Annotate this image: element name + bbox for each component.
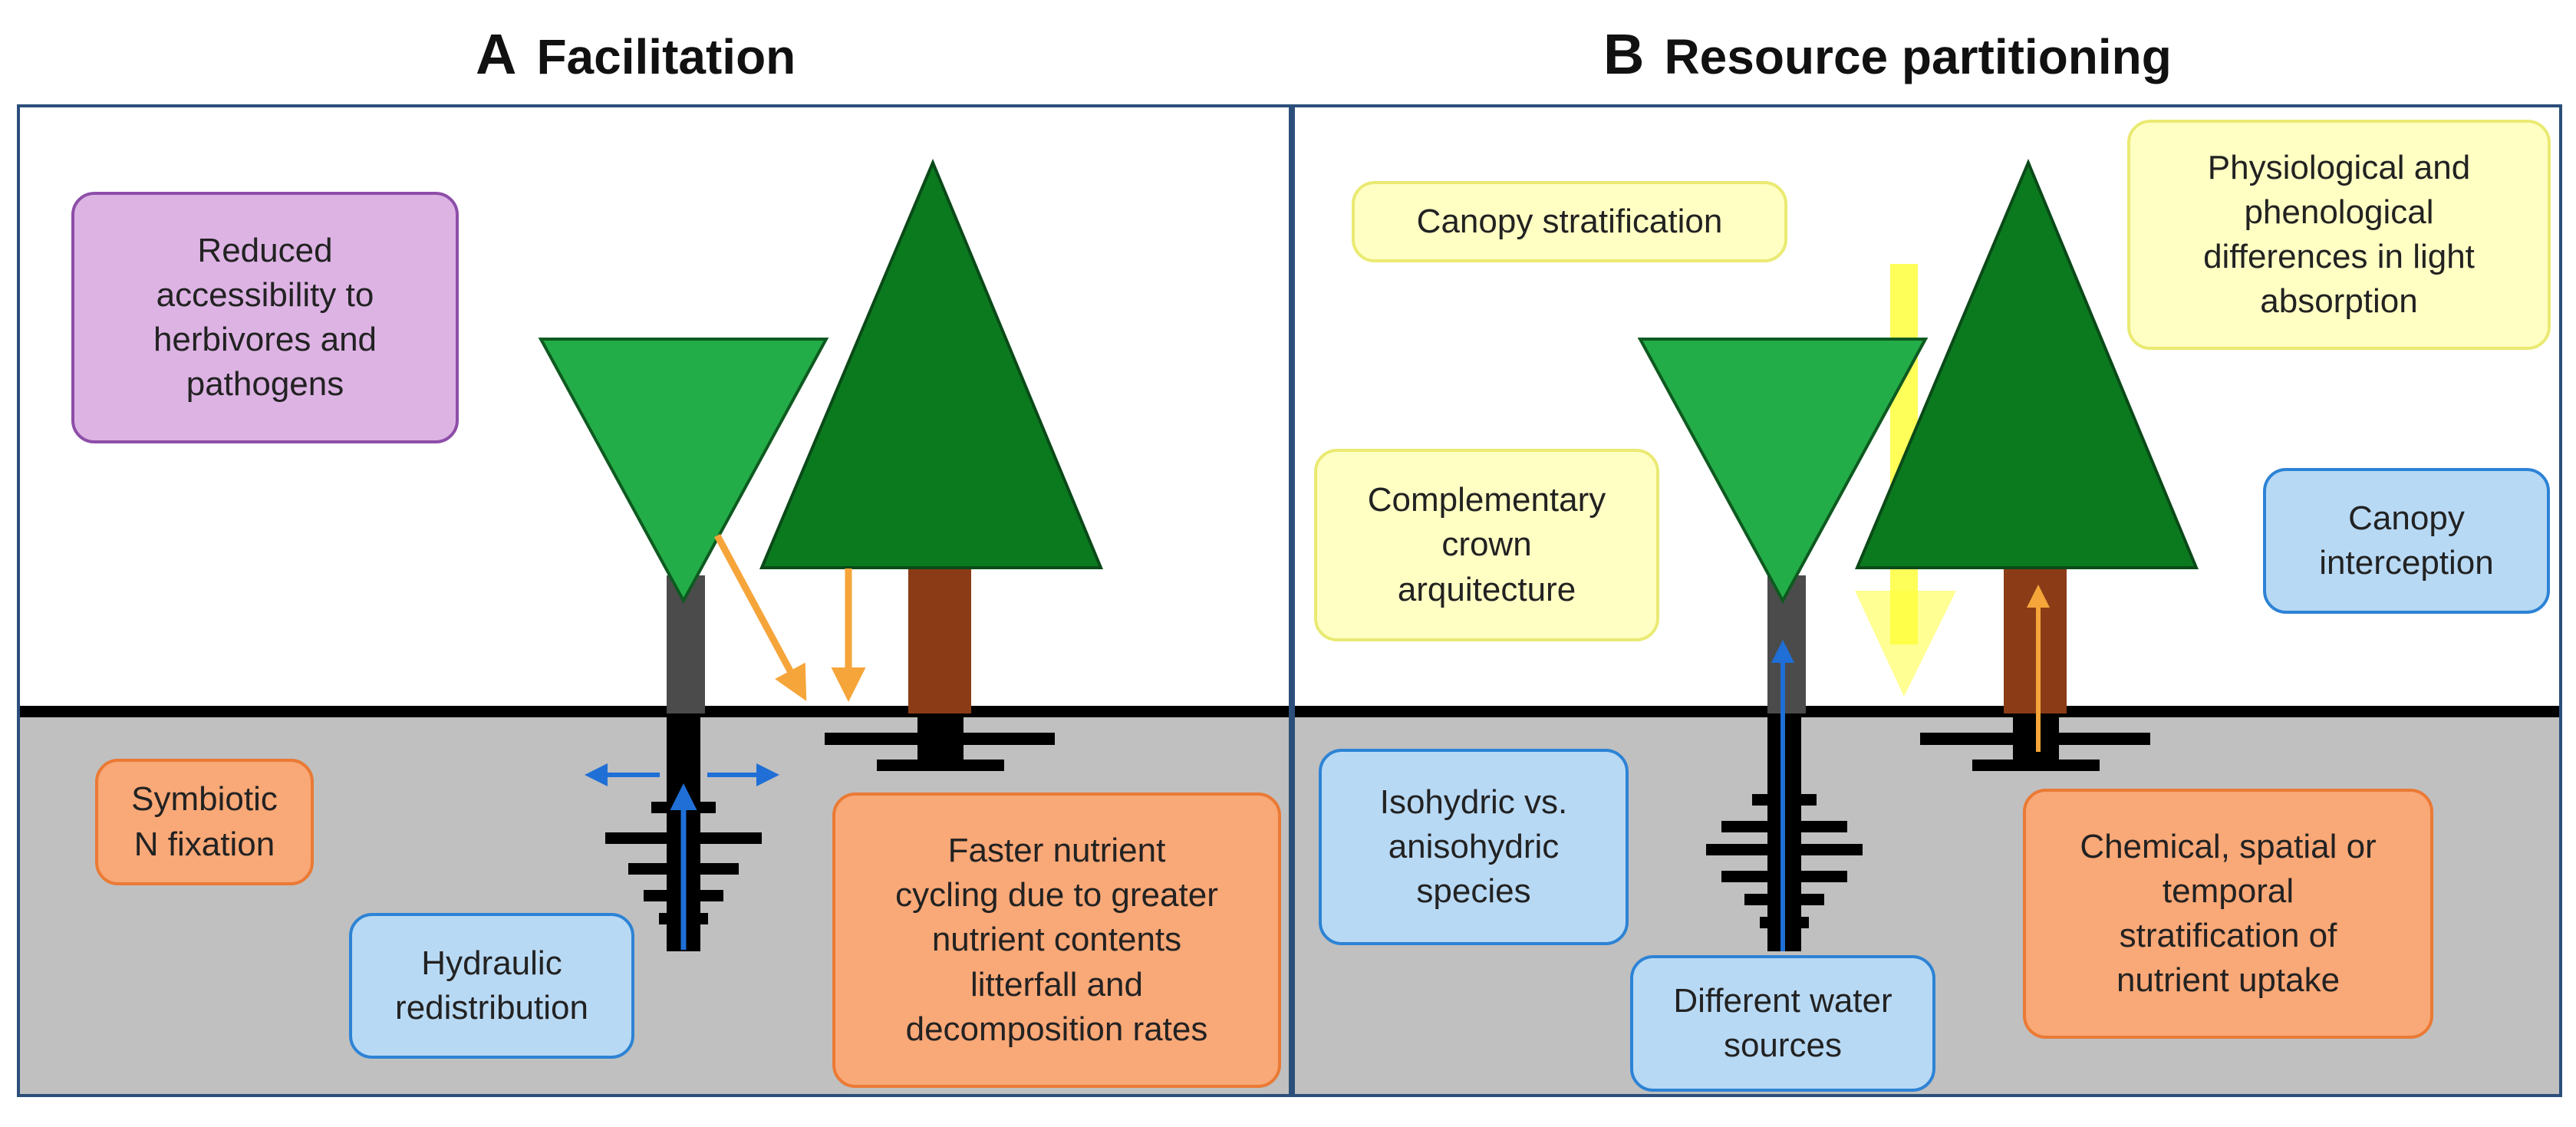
panel-a-title: A Facilitation [476, 21, 796, 87]
light-arrow-head [1855, 591, 1956, 697]
litterfall-arrow-broadleaf [714, 533, 807, 701]
soil-line-a [20, 706, 1289, 717]
label-different-water-sources: Different water sources [1630, 955, 1935, 1092]
soil-line-b [1295, 706, 2559, 717]
label-isohydric-species: Isohydric vs. anisohydric species [1319, 749, 1629, 945]
panel-a-heading: Facilitation [536, 29, 796, 84]
label-canopy-interception: Canopy interception [2263, 468, 2550, 614]
panel-b-title: B Resource partitioning [1603, 21, 2172, 87]
panel-a-letter: A [476, 22, 517, 86]
panel-b-heading: Resource partitioning [1664, 29, 2172, 84]
label-complementary-crown: Complementary crown arquitecture [1314, 449, 1659, 641]
panel-b-letter: B [1603, 22, 1645, 86]
label-symbiotic-n-fixation: Symbiotic N fixation [95, 759, 314, 885]
panel-a-conifer-tree [759, 158, 1103, 771]
label-physiological-differences: Physiological and phenological differenc… [2127, 120, 2551, 350]
label-hydraulic-redistribution: Hydraulic redistribution [349, 913, 634, 1059]
panel-a-frame [17, 104, 1292, 1097]
panel-b-conifer-tree [1854, 158, 2199, 771]
label-canopy-stratification: Canopy stratification [1352, 181, 1787, 262]
panel-b-frame [1292, 104, 2562, 1097]
panel-b-broadleaf-tree [1637, 338, 1929, 951]
label-reduced-accessibility: Reduced accessibility to herbivores and … [71, 192, 459, 443]
label-faster-nutrient-cycling: Faster nutrient cycling due to greater n… [832, 793, 1281, 1088]
label-chemical-stratification: Chemical, spatial or temporal stratifica… [2023, 789, 2433, 1039]
